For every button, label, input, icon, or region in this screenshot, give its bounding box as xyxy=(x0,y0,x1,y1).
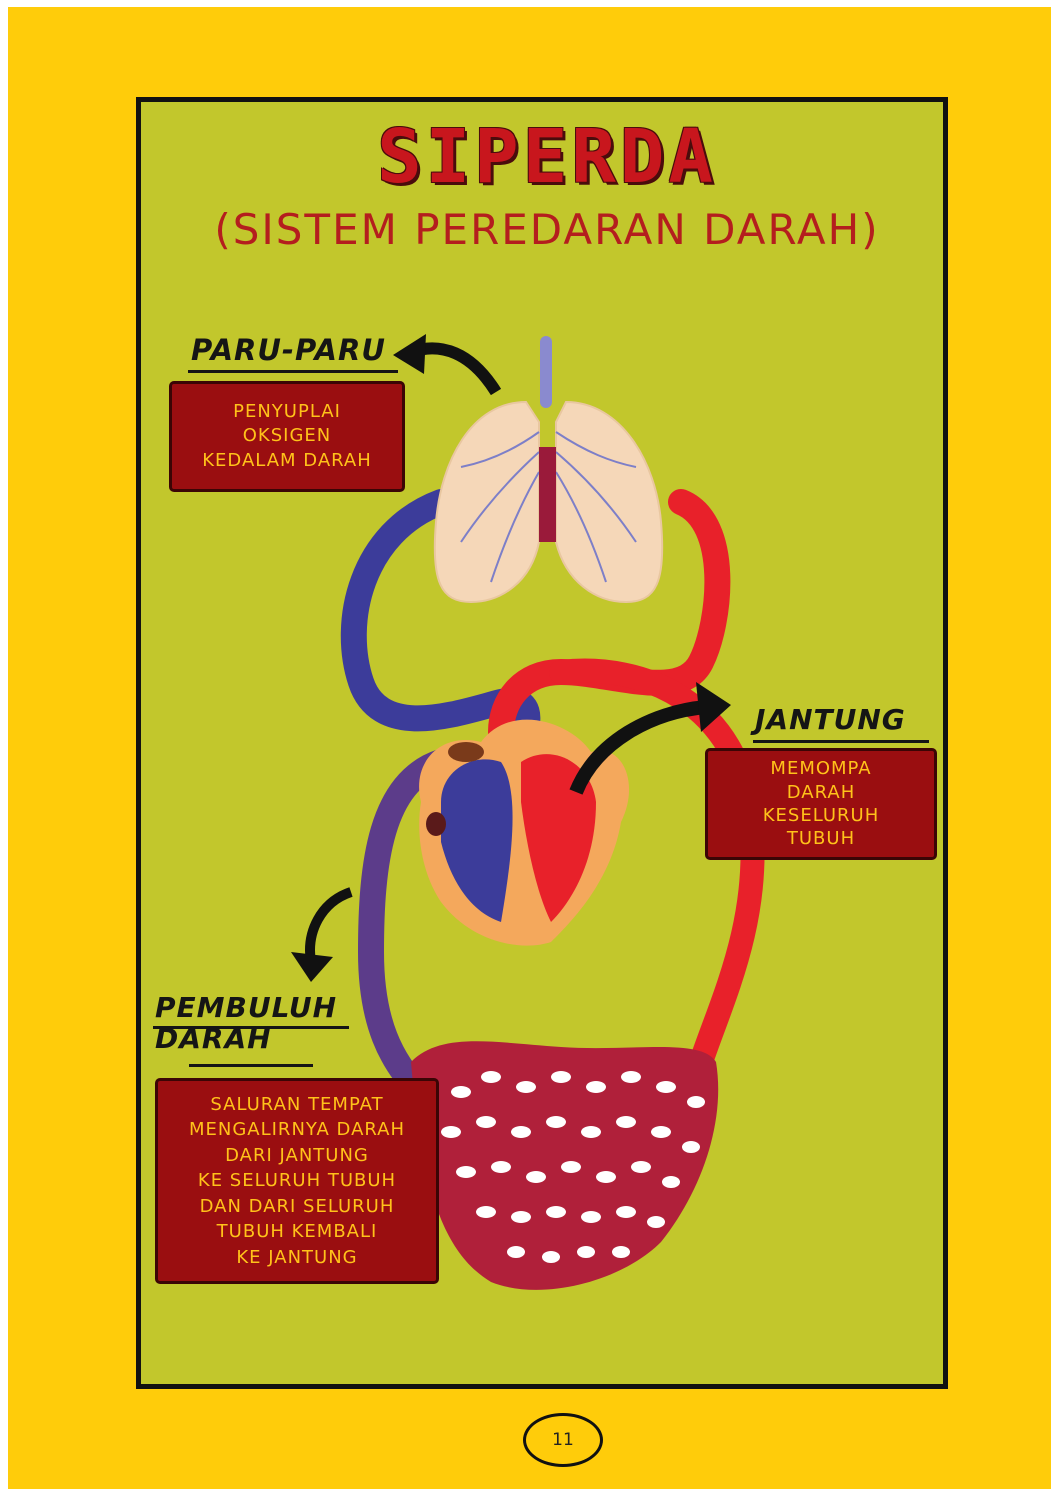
lungs-description: PENYUPLAI OKSIGEN KEDALAM DARAH xyxy=(202,400,372,473)
lungs-info-box: PENYUPLAI OKSIGEN KEDALAM DARAH xyxy=(169,381,405,492)
page-number: 11 xyxy=(523,1413,603,1467)
heart-info-box: MEMOMPA DARAH KESELURUH TUBUH xyxy=(705,748,937,860)
vessels-label-underline-1 xyxy=(153,1026,349,1029)
lungs-label: PARU-PARU xyxy=(191,335,386,367)
vessels-label: PEMBULUH DARAH xyxy=(155,993,337,1055)
heart-label-underline xyxy=(753,740,929,743)
vessels-description: SALURAN TEMPAT MENGALIRNYA DARAH DARI JA… xyxy=(189,1092,405,1271)
heart-description: MEMOMPA DARAH KESELURUH TUBUH xyxy=(763,757,880,851)
heart-label: JANTUNG xyxy=(755,705,906,736)
arrow-to-lungs-label xyxy=(393,334,496,392)
lungs-label-underline xyxy=(188,370,398,373)
arrow-to-vessels-label xyxy=(291,892,351,982)
vessels-label-underline-2 xyxy=(189,1064,313,1067)
vessels-info-box: SALURAN TEMPAT MENGALIRNYA DARAH DARI JA… xyxy=(155,1078,439,1284)
diagram-panel: SIPERDA (SISTEM PEREDARAN DARAH) xyxy=(136,97,948,1389)
lungs-illustration xyxy=(435,342,662,602)
